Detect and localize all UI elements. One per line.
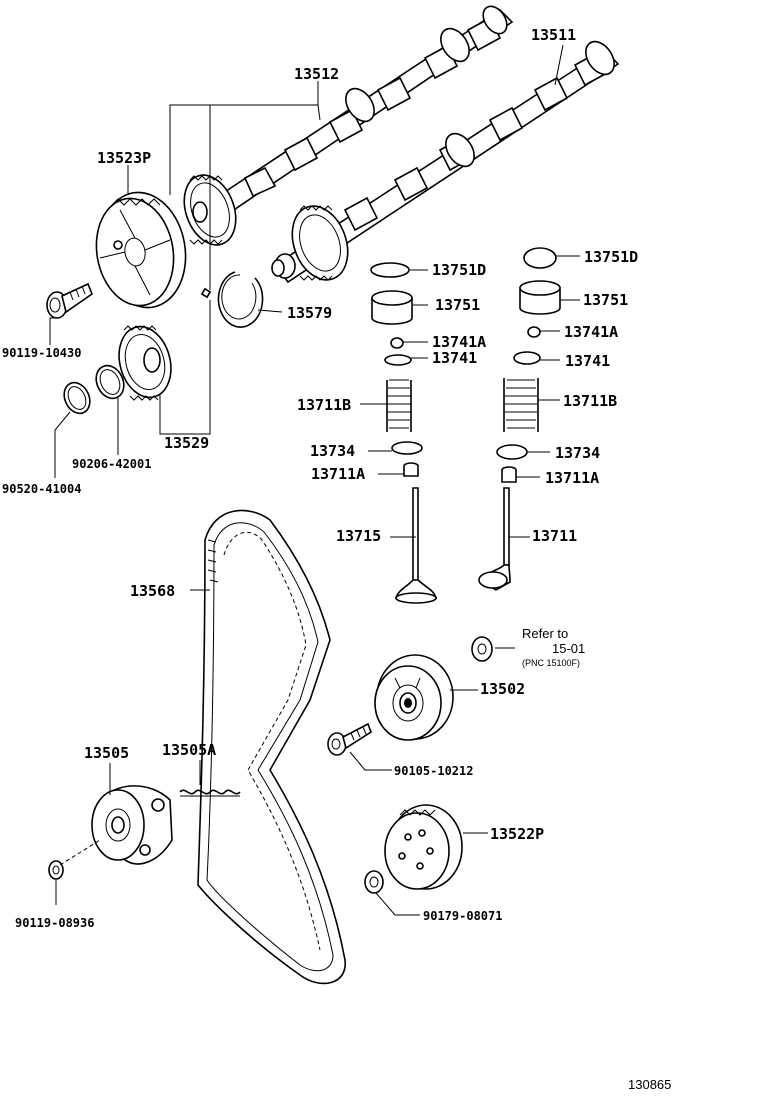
label-13741A-right: 13741A bbox=[564, 323, 618, 341]
pulley-13522P bbox=[384, 804, 463, 890]
refer-washer bbox=[471, 636, 493, 662]
label-13711A-left: 13711A bbox=[311, 465, 365, 483]
label-13734-right: 13734 bbox=[555, 444, 600, 462]
label-13741A-left: 13741A bbox=[432, 333, 486, 351]
label-90119-08936: 90119-08936 bbox=[15, 916, 94, 930]
refer-line-2: 15-01 bbox=[552, 641, 585, 656]
bolt-90105-10212 bbox=[327, 722, 372, 756]
refer-note: Refer to 15-01 (PNC 15100F) bbox=[522, 626, 585, 668]
label-13522P: 13522P bbox=[490, 825, 544, 843]
refer-line-1: Refer to bbox=[522, 626, 568, 641]
label-90119-10430: 90119-10430 bbox=[2, 346, 81, 360]
label-90105-10212: 90105-10212 bbox=[394, 764, 473, 778]
label-90179-08071: 90179-08071 bbox=[423, 909, 502, 923]
label-13715: 13715 bbox=[336, 527, 381, 545]
part-labels: 13511 13512 13523P 13751D 13751D 13751 1… bbox=[2, 26, 638, 930]
label-13711B-left: 13711B bbox=[297, 396, 351, 414]
camshaft-13511 bbox=[271, 40, 620, 284]
label-13505A: 13505A bbox=[162, 741, 216, 759]
label-13523P: 13523P bbox=[97, 149, 151, 167]
valve-train-right bbox=[478, 247, 561, 591]
label-13512: 13512 bbox=[294, 65, 339, 83]
label-90520-41004: 90520-41004 bbox=[2, 482, 81, 496]
label-13505: 13505 bbox=[84, 744, 129, 762]
tensioner-13505 bbox=[91, 785, 173, 865]
valve-train-left bbox=[370, 262, 438, 604]
bolt-90119-08936 bbox=[48, 860, 64, 880]
camshaft-13512 bbox=[183, 5, 514, 246]
label-13711A-right: 13711A bbox=[545, 469, 599, 487]
label-13734-left: 13734 bbox=[310, 442, 355, 460]
label-13751D-right: 13751D bbox=[584, 248, 638, 266]
label-13751-left: 13751 bbox=[435, 296, 480, 314]
diagram-id: 130865 bbox=[628, 1077, 671, 1092]
label-13711B-right: 13711B bbox=[563, 392, 617, 410]
refer-line-3: (PNC 15100F) bbox=[522, 658, 580, 668]
idler-pulley-13502 bbox=[374, 654, 454, 741]
crank-sprocket-13529 bbox=[118, 325, 172, 401]
label-13529: 13529 bbox=[164, 434, 209, 452]
cam-pulley-13523P bbox=[95, 191, 187, 309]
bolt-90119-10430 bbox=[46, 282, 93, 319]
label-13751-right: 13751 bbox=[583, 291, 628, 309]
timing-belt-13568 bbox=[197, 509, 346, 985]
nut-90179-08071 bbox=[364, 870, 384, 894]
label-13711: 13711 bbox=[532, 527, 577, 545]
label-13502: 13502 bbox=[480, 680, 525, 698]
spring-13505A bbox=[179, 789, 241, 797]
leader-lines bbox=[49, 44, 580, 916]
label-13579: 13579 bbox=[287, 304, 332, 322]
snap-ring-13579 bbox=[200, 271, 264, 328]
label-13741-left: 13741 bbox=[432, 349, 477, 367]
label-90206-42001: 90206-42001 bbox=[72, 457, 151, 471]
washer-90206-42001 bbox=[95, 364, 125, 400]
label-13511: 13511 bbox=[531, 26, 576, 44]
label-13751D-left: 13751D bbox=[432, 261, 486, 279]
washer-90520-41004 bbox=[63, 381, 91, 415]
label-13741-right: 13741 bbox=[565, 352, 610, 370]
label-13568: 13568 bbox=[130, 582, 175, 600]
